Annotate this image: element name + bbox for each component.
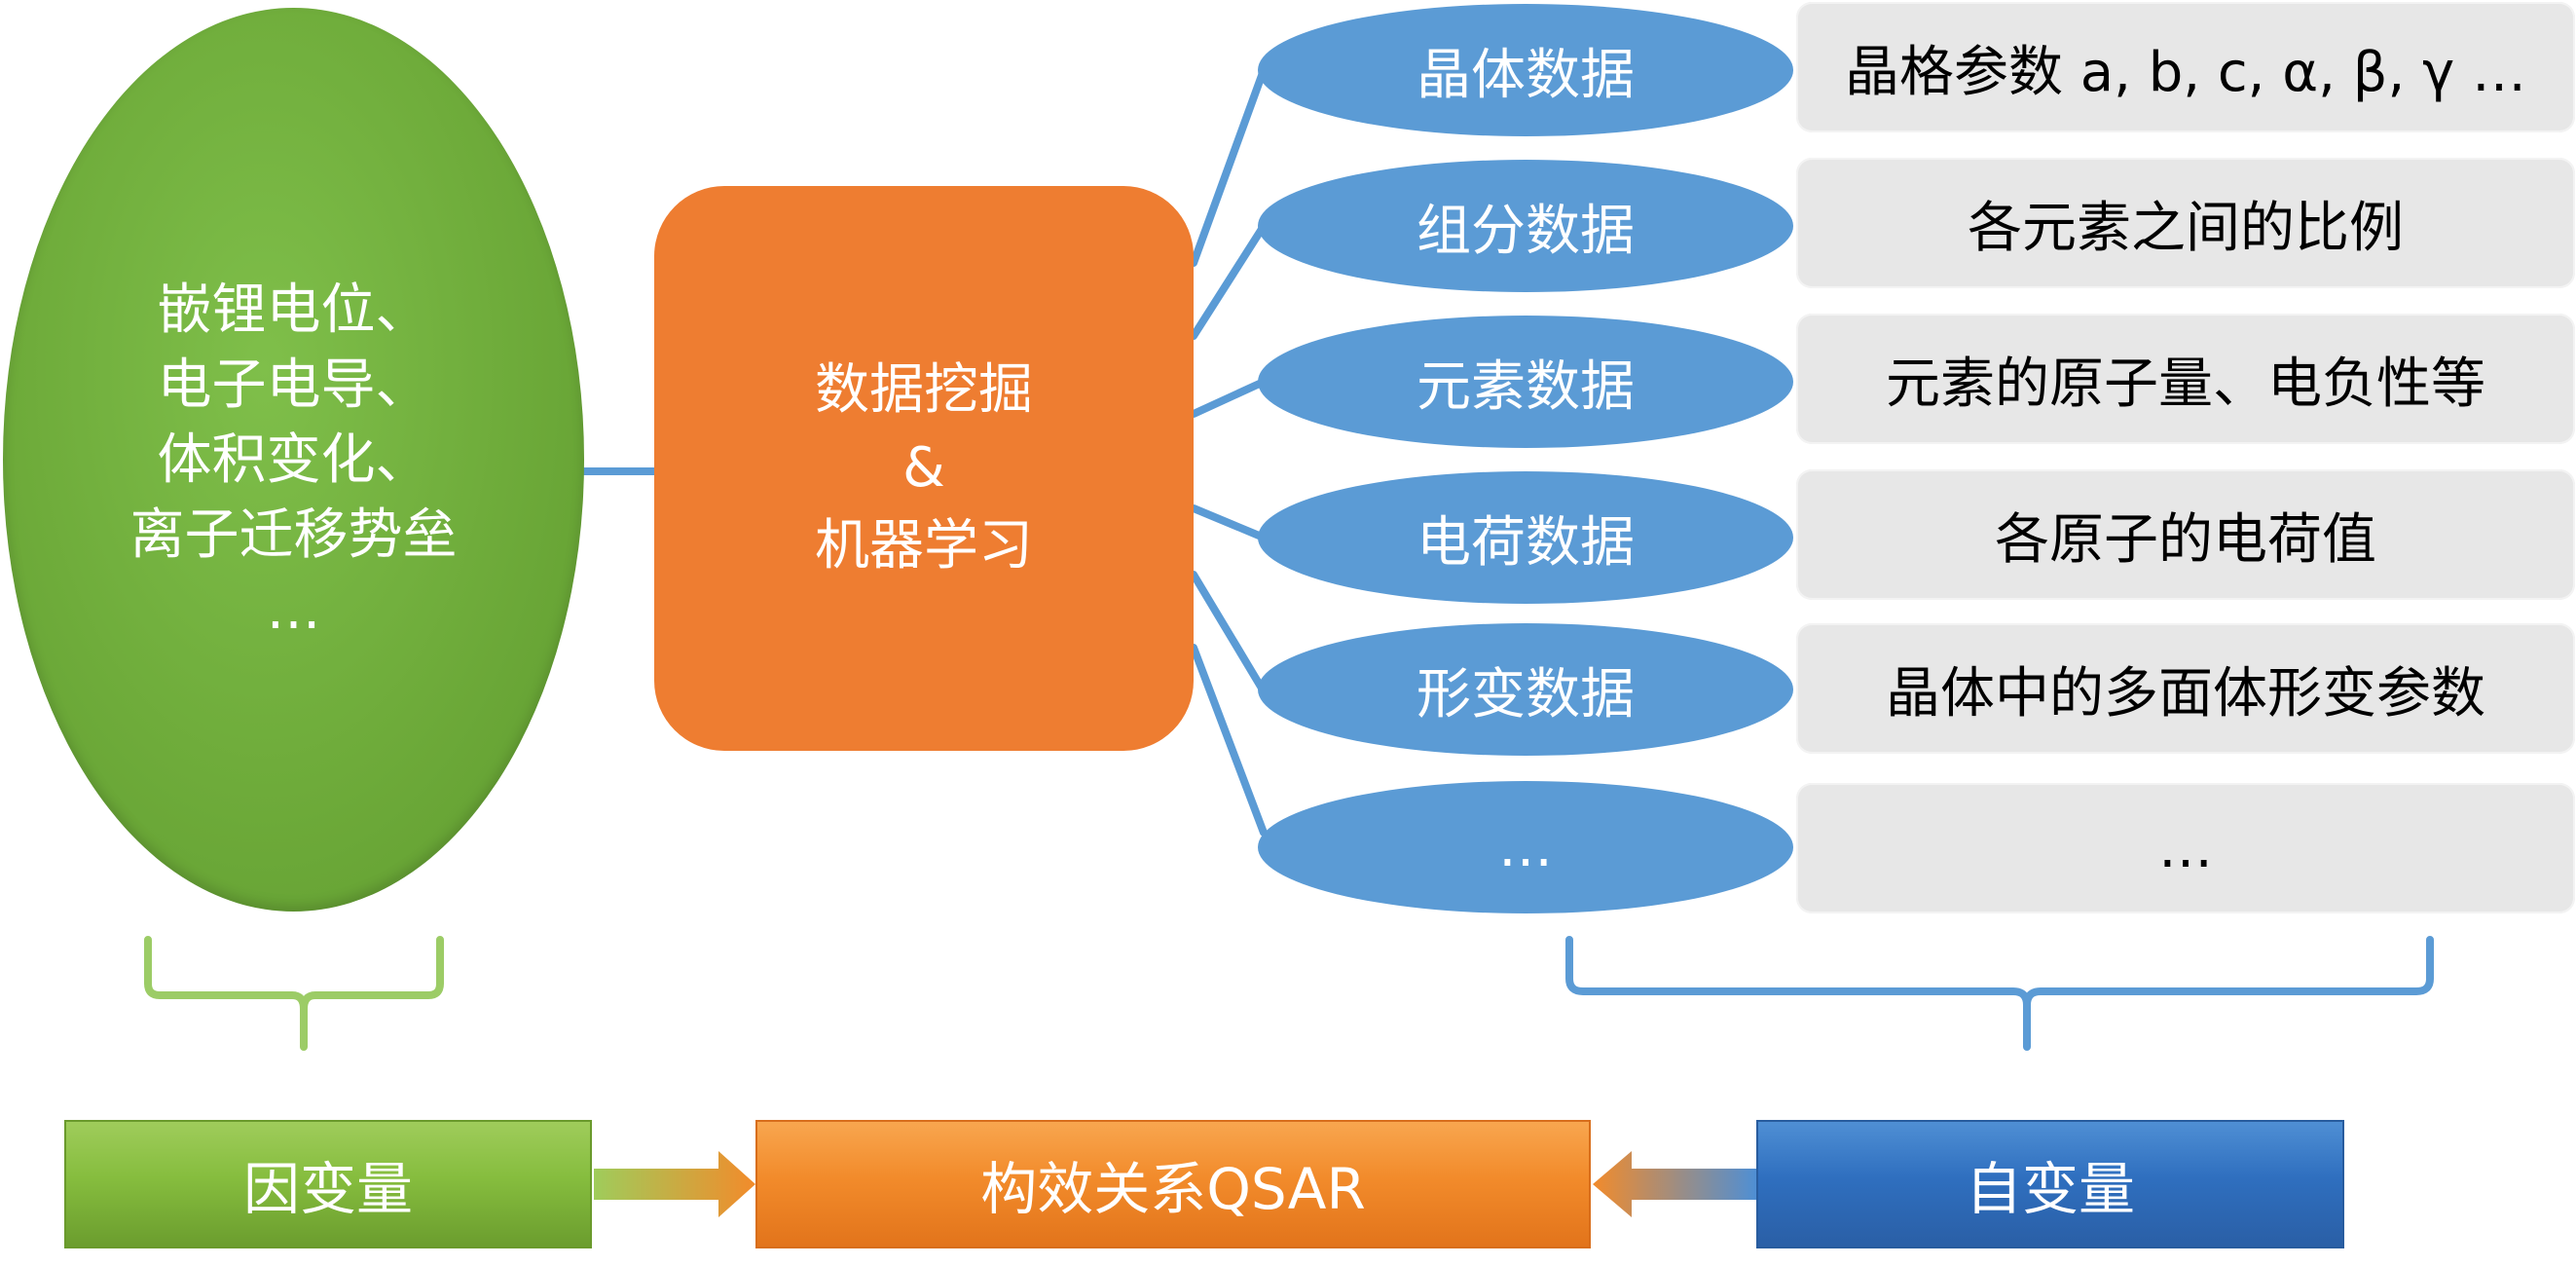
description-crystal: 晶格参数 a, b, c, α, β, γ … xyxy=(1796,2,2575,132)
category-more: … xyxy=(1258,781,1793,913)
blue-brace xyxy=(1565,936,2434,1051)
description-charge: 各原子的电荷值 xyxy=(1796,469,2575,600)
category-crystal: 晶体数据 xyxy=(1258,4,1793,136)
arrow-dependent-to-qsar xyxy=(594,1151,755,1217)
category-deformation: 形变数据 xyxy=(1258,623,1793,756)
qsar-box: 构效关系QSAR xyxy=(755,1120,1591,1248)
connector-deformation xyxy=(1190,571,1268,695)
property-line: … xyxy=(266,577,321,642)
dependent-variable-box: 因变量 xyxy=(64,1120,592,1248)
description-element: 元素的原子量、电负性等 xyxy=(1796,314,2575,444)
connector-charge xyxy=(1190,504,1268,541)
property-line: 嵌锂电位、 xyxy=(157,278,430,342)
independent-variable-box: 自变量 xyxy=(1756,1120,2344,1248)
green-brace xyxy=(144,936,444,1051)
properties-ellipse: 嵌锂电位、 电子电导、 体积变化、 离子迁移势垒 … xyxy=(3,8,584,912)
description-composition: 各元素之间的比例 xyxy=(1796,158,2575,288)
connector-element xyxy=(1190,378,1268,418)
connector-crystal xyxy=(1190,66,1268,267)
data-mining-box: 数据挖掘 & 机器学习 xyxy=(654,186,1194,751)
connector-composition xyxy=(1190,222,1268,340)
category-composition: 组分数据 xyxy=(1258,160,1793,292)
method-line: 数据挖掘 xyxy=(815,358,1033,422)
method-line: & xyxy=(902,436,945,500)
arrow-independent-to-qsar xyxy=(1593,1151,1756,1217)
description-deformation: 晶体中的多面体形变参数 xyxy=(1796,623,2575,754)
connector-more xyxy=(1190,644,1268,837)
category-element: 元素数据 xyxy=(1258,316,1793,448)
method-line: 机器学习 xyxy=(815,514,1033,577)
category-charge: 电荷数据 xyxy=(1258,471,1793,604)
property-line: 离子迁移势垒 xyxy=(129,503,458,567)
property-line: 电子电导、 xyxy=(157,353,430,417)
description-more: … xyxy=(1796,783,2575,913)
property-line: 体积变化、 xyxy=(157,428,430,492)
